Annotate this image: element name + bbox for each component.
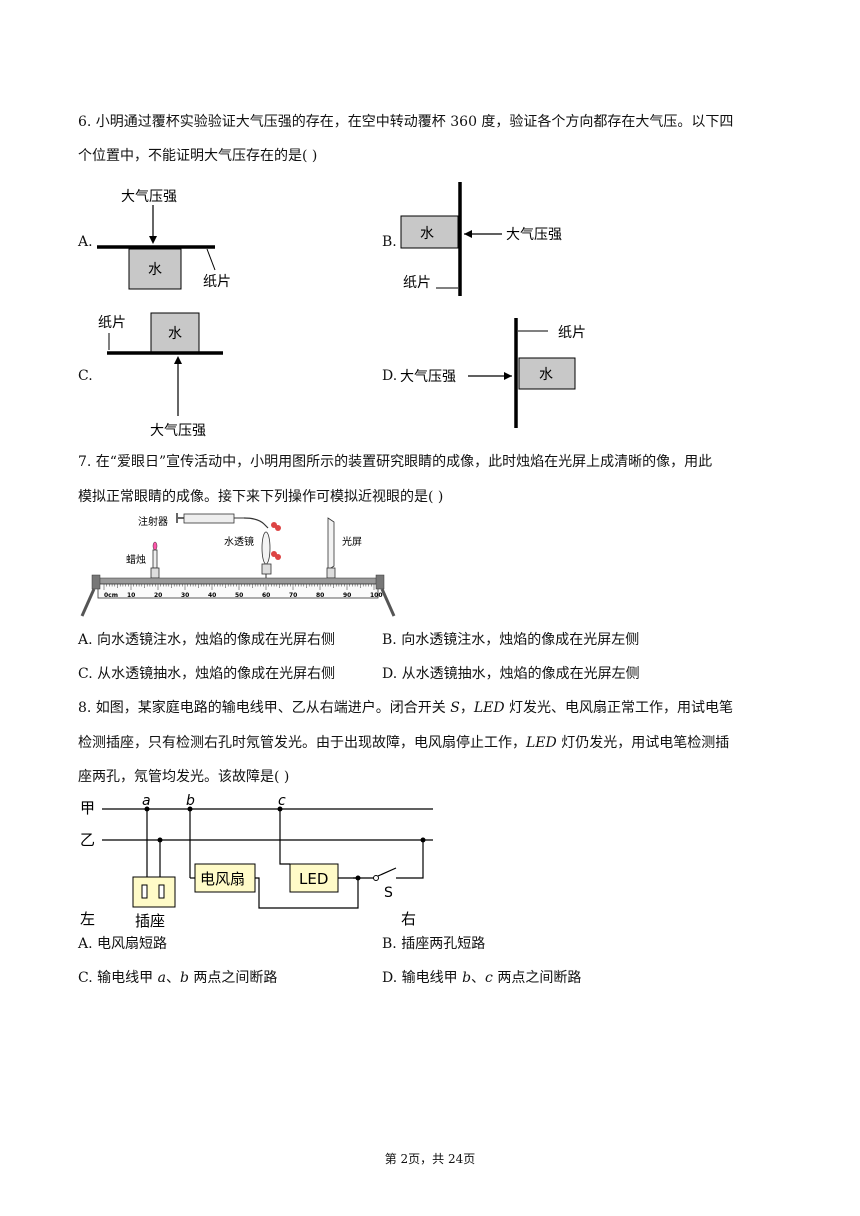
q7-option-d: D. 从水透镜抽水，烛焰的像成在光屏左侧 xyxy=(382,666,640,682)
q6d-pressure-label: 大气压强 xyxy=(400,369,456,385)
q6b-paper-label: 纸片 xyxy=(403,275,431,291)
q7-lens-label: 水透镜 xyxy=(224,535,254,548)
ruler-tick-label: 20 xyxy=(154,592,162,599)
q6a-pressure-label: 大气压强 xyxy=(121,189,177,205)
q6-figure-c: 纸片 水 大气压强 xyxy=(98,312,223,439)
q6-stem-line2: 个位置中，不能证明大气压存在的是( ) xyxy=(78,148,318,164)
q6-option-d-label: D. xyxy=(382,368,398,384)
q8-wire-jia-label: 甲 xyxy=(80,799,95,817)
ruler-tick-label: 40 xyxy=(208,592,216,599)
q8-point-c-label: c xyxy=(278,793,286,809)
q6-stem-line1: 6. 小明通过覆杯实验验证大气压强的存在，在空中转动覆杯 360 度，验证各个方… xyxy=(78,114,734,130)
q7-screen-label: 光屏 xyxy=(342,535,362,548)
ruler-tick-label: 50 xyxy=(235,592,243,599)
q8-left-label: 左 xyxy=(80,910,95,928)
ruler-tick-label: 10 xyxy=(127,592,135,599)
q6d-water-label: 水 xyxy=(539,367,553,383)
q7-stem-line1: 7. 在“爱眼日”宣传活动中，小明用图所示的装置研究眼睛的成像，此时烛焰在光屏上… xyxy=(78,454,713,470)
q6-option-b-label: B. xyxy=(382,234,397,250)
q6b-pressure-label: 大气压强 xyxy=(506,227,562,243)
q8-right-label: 右 xyxy=(401,910,416,928)
ruler-tick-label: 80 xyxy=(316,592,324,599)
q8-stem-line2: 检测插座，只有检测右孔时氖管发光。由于出现故障，电风扇停止工作，LED 灯仍发光… xyxy=(78,735,730,751)
q8-stem-line1: 8. 如图，某家庭电路的输电线甲、乙从右端进户。闭合开关 S，LED 灯发光、电… xyxy=(78,700,734,716)
q6c-water-label: 水 xyxy=(168,326,182,342)
q7-option-c: C. 从水透镜抽水，烛焰的像成在光屏右侧 xyxy=(78,666,336,682)
q8-switch-label: S xyxy=(384,885,393,901)
q8-point-a-label: a xyxy=(142,793,151,809)
q7-syringe-label: 注射器 xyxy=(138,515,168,528)
q7-optical-bench-figure: 注射器 水透镜 蜡烛 光屏 0cm 10 20 30 40 50 60 70 80 90 100 xyxy=(80,513,396,617)
q6-figure-a: 大气压强 水 纸片 xyxy=(97,189,231,290)
q6c-paper-label: 纸片 xyxy=(98,315,126,331)
q8-option-b: B. 插座两孔短路 xyxy=(382,936,486,952)
q6a-paper-label: 纸片 xyxy=(203,274,231,290)
q6-figure-d: 纸片 大气压强 水 xyxy=(400,318,586,428)
q7-ruler-tick-labels: 0cm 10 20 30 40 50 60 70 80 90 100 xyxy=(104,592,383,599)
ruler-tick-label: 60 xyxy=(262,592,270,599)
q6c-pressure-label: 大气压强 xyxy=(150,423,206,439)
q7-option-a: A. 向水透镜注水，烛焰的像成在光屏右侧 xyxy=(78,632,336,648)
q8-circuit-figure: 甲 乙 a b c 插座 电风扇 LED S 左 右 xyxy=(80,793,433,930)
q8-option-d: D. 输电线甲 b、c 两点之间断路 xyxy=(382,970,582,986)
ruler-tick-label: 0cm xyxy=(104,592,118,599)
q8-option-c: C. 输电线甲 a、b 两点之间断路 xyxy=(78,970,278,986)
q8-stem-line3: 座两孔，氖管均发光。该故障是( ) xyxy=(78,769,290,785)
q7-ruler-ticks xyxy=(103,584,375,590)
q8-wire-yi-label: 乙 xyxy=(80,831,95,849)
q6-figure-b: 水 大气压强 纸片 xyxy=(400,182,562,296)
q8-option-a: A. 电风扇短路 xyxy=(78,936,168,952)
q7-option-b: B. 向水透镜注水，烛焰的像成在光屏左侧 xyxy=(382,632,640,648)
q8-led-label: LED xyxy=(299,870,328,888)
ruler-tick-label: 90 xyxy=(343,592,351,599)
q6-option-c-label: C. xyxy=(78,368,93,384)
q7-stem-line2: 模拟正常眼睛的成像。接下来下列操作可模拟近视眼的是( ) xyxy=(78,489,444,505)
q7-candle-label: 蜡烛 xyxy=(126,553,146,566)
ruler-tick-label: 70 xyxy=(289,592,297,599)
ruler-tick-label: 100 xyxy=(370,592,383,599)
q8-point-b-label: b xyxy=(186,793,195,809)
q8-fan-label: 电风扇 xyxy=(200,870,245,888)
q6b-water-label: 水 xyxy=(420,226,434,242)
page-footer: 第 2页，共 24页 xyxy=(384,1152,476,1166)
q8-socket-label: 插座 xyxy=(135,912,165,930)
q6d-paper-label: 纸片 xyxy=(558,325,586,341)
q6-option-a-label: A. xyxy=(78,234,93,250)
q6a-water-label: 水 xyxy=(148,262,162,278)
ruler-tick-label: 30 xyxy=(181,592,189,599)
